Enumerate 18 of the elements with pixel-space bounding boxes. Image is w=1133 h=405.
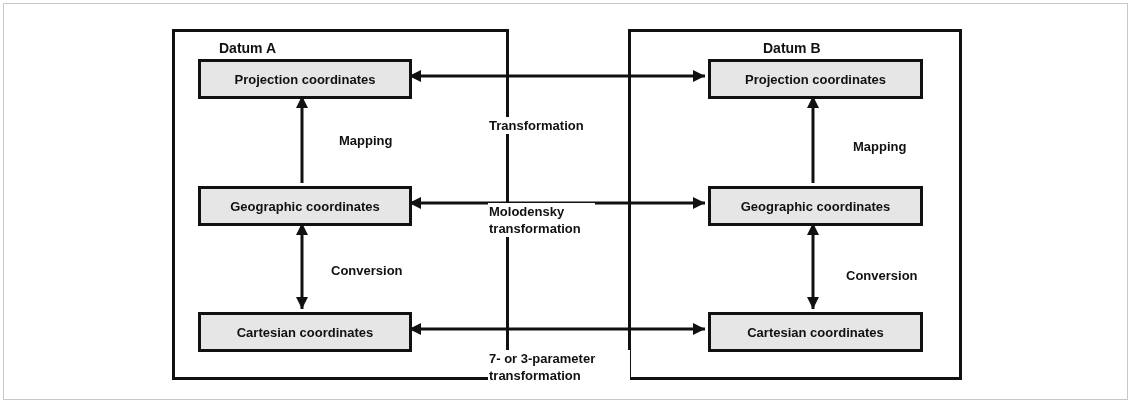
group-title: Datum A bbox=[219, 40, 277, 56]
datum-frame bbox=[628, 29, 962, 380]
process-box: Geographic coordinates bbox=[708, 186, 923, 226]
process-box: Projection coordinates bbox=[198, 59, 412, 99]
arrow bbox=[409, 323, 705, 335]
process-box: Geographic coordinates bbox=[198, 186, 412, 226]
process-box: Cartesian coordinates bbox=[708, 312, 923, 352]
edge-label: Molodensky transformation bbox=[488, 203, 595, 237]
arrow bbox=[296, 223, 308, 309]
arrow bbox=[409, 70, 705, 82]
arrow bbox=[296, 96, 308, 183]
arrow bbox=[807, 96, 819, 183]
process-box: Cartesian coordinates bbox=[198, 312, 412, 352]
process-box: Projection coordinates bbox=[708, 59, 923, 99]
arrow bbox=[409, 197, 705, 209]
arrow bbox=[807, 223, 819, 309]
edge-label: Transformation bbox=[488, 117, 585, 134]
group-title: Datum B bbox=[763, 40, 821, 56]
